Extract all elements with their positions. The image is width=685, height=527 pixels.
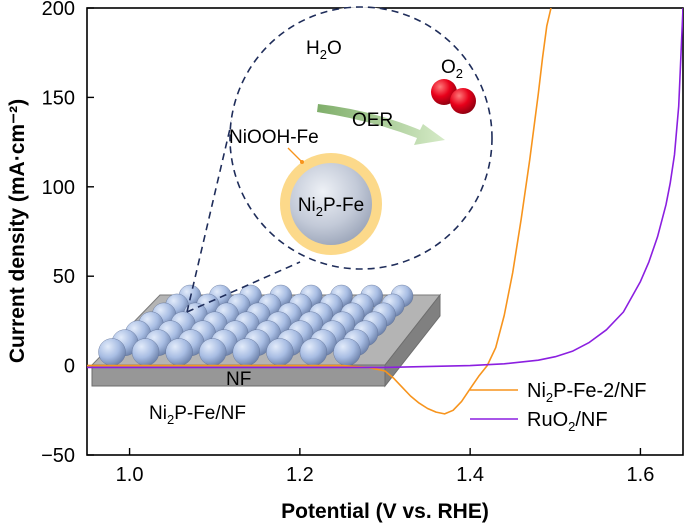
inset-illustration: Ni2P-Fe NiOOH-Fe H2O OER O2 NF Ni2P-Fe/N… xyxy=(90,6,493,427)
sphere xyxy=(98,338,126,366)
legend-label-ruo2: RuO2/NF xyxy=(527,409,608,434)
series-line xyxy=(87,8,683,369)
sphere xyxy=(266,338,294,366)
oxygen-label: O2 xyxy=(441,57,463,81)
sphere xyxy=(199,338,227,366)
x-axis-title: Potential (V vs. RHE) xyxy=(281,500,489,523)
reaction-label: OER xyxy=(352,110,393,131)
sphere xyxy=(165,338,193,366)
sphere xyxy=(232,338,260,366)
series-layer xyxy=(87,8,683,415)
oxygen-atom-2 xyxy=(450,88,476,114)
water-label: H2O xyxy=(306,38,342,62)
zoom-line-left xyxy=(186,119,233,313)
x-tick-label: 1.2 xyxy=(286,464,314,486)
y-tick-label: 200 xyxy=(42,0,75,20)
substrate-label: NF xyxy=(226,369,251,390)
series-line xyxy=(87,8,552,415)
shell-pointer-dot xyxy=(300,160,304,164)
y-tick-label: 150 xyxy=(42,87,75,109)
y-tick-label: −50 xyxy=(41,445,75,467)
shell-pointer xyxy=(287,147,303,163)
sphere xyxy=(131,338,160,366)
sphere-array xyxy=(98,284,414,366)
y-axis-title: Current density (mA·cm⁻²) xyxy=(6,99,29,363)
sphere xyxy=(299,338,328,366)
y-tick-label: 100 xyxy=(42,177,75,199)
x-tick-label: 1.6 xyxy=(627,464,655,486)
legend: Ni2P-Fe-2/NF RuO2/NF xyxy=(470,380,646,434)
oer-arrow xyxy=(317,104,445,145)
x-tick-label: 1.4 xyxy=(456,464,484,486)
nf-slab-side xyxy=(384,293,441,388)
y-tick-label: 50 xyxy=(53,266,75,288)
electrode-label: Ni2P-Fe/NF xyxy=(149,403,246,427)
y-tick-label: 0 xyxy=(64,356,75,378)
core-label: Ni2P-Fe xyxy=(298,195,364,219)
plot-frame xyxy=(86,7,684,456)
zoom-line-right xyxy=(186,261,301,313)
x-tick-label: 1.0 xyxy=(116,464,144,486)
sphere xyxy=(333,338,361,366)
ni2p-fe-core xyxy=(290,163,372,245)
legend-label-ni2p: Ni2P-Fe-2/NF xyxy=(527,380,646,405)
shell-label: NiOOH-Fe xyxy=(229,127,319,148)
